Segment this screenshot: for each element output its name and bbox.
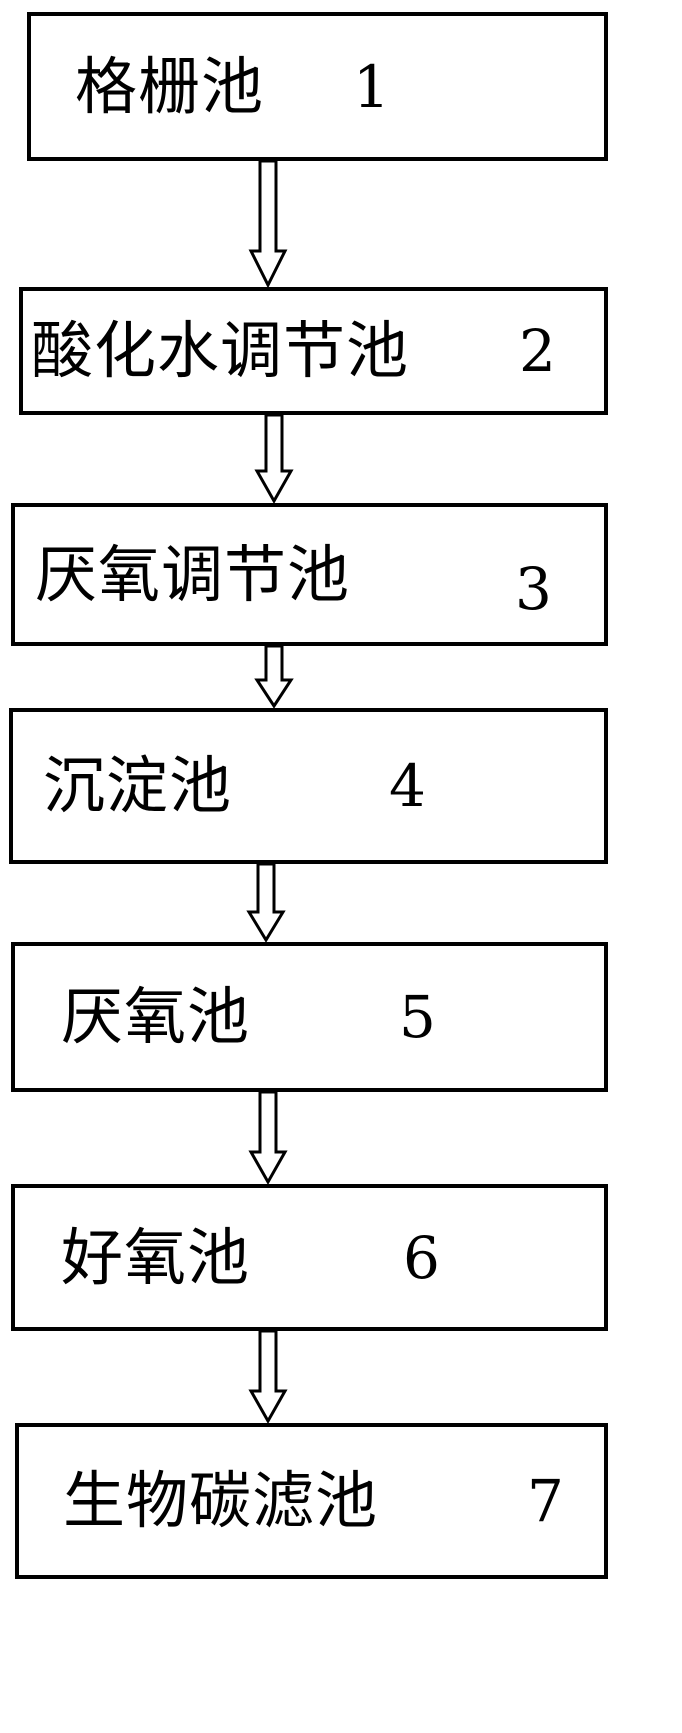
down-arrow-icon [248,1329,288,1425]
step-label: 厌氧池 [61,980,251,1053]
down-arrow-icon [254,413,294,505]
step-number: 4 [389,752,426,820]
step-label: 酸化水调节池 [31,314,410,387]
step-box-7: 生物碳滤池 7 [15,1423,608,1579]
step-number: 7 [527,1467,564,1535]
step-number: 2 [519,317,556,385]
step-number: 5 [399,983,436,1051]
step-box-2: 酸化水调节池 2 [19,287,608,415]
step-label: 厌氧调节池 [35,537,351,611]
step-box-6: 好氧池 6 [11,1184,608,1331]
step-number: 6 [403,1223,440,1292]
step-label: 好氧池 [61,1220,251,1294]
step-box-3: 厌氧调节池 3 [11,503,608,646]
down-arrow-icon [246,862,286,943]
step-label: 格栅池 [75,49,265,123]
down-arrow-icon [248,1090,288,1186]
down-arrow-icon [254,644,294,709]
step-label: 沉淀池 [43,749,233,822]
step-box-4: 沉淀池 4 [9,708,608,864]
step-number: 1 [353,52,390,121]
step-box-5: 厌氧池 5 [11,942,608,1092]
step-box-1: 格栅池 1 [27,12,608,161]
down-arrow-icon [248,159,288,289]
step-label: 生物碳滤池 [63,1464,379,1537]
step-number: 3 [515,554,552,623]
